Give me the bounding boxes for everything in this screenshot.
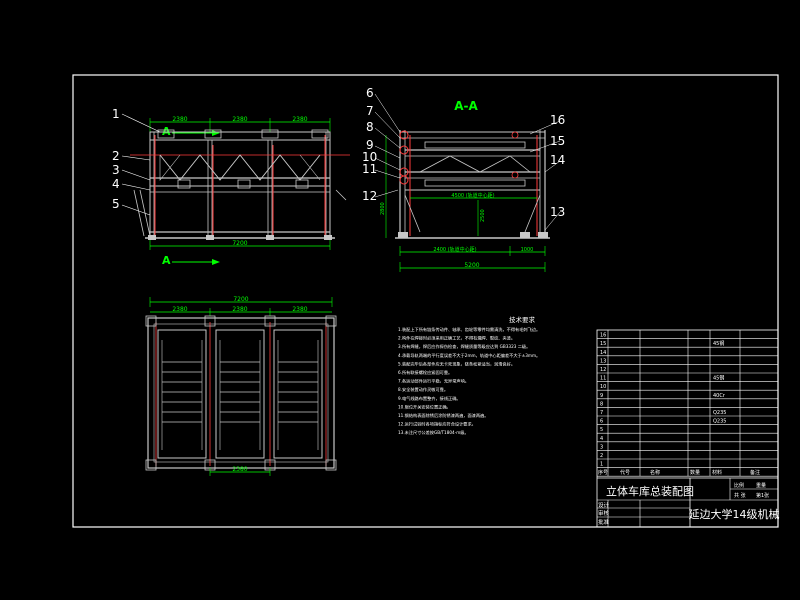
tech-note-line: 1.装配上下所有链条传动件、轴承、齿轮等零件均需清洗，不得有毛刺飞边。 [398,326,540,333]
parts-row-note: 45钢 [713,375,724,382]
parts-header-material: 材料 [712,469,722,476]
section-dim-b: 2400 (轨道中心距) [433,246,476,253]
callout-1: 1 [112,107,120,121]
tech-note-line: 8.安全装置动作灵敏可靠。 [398,386,448,393]
tech-note-line: 2.构件在焊接时必须采用正确工艺，不得有漏焊、裂纹、夹渣。 [398,335,515,342]
callout-12: 12 [362,189,377,203]
drawing-border [72,74,779,528]
callout-13: 13 [550,205,565,219]
parts-row-no: 8 [600,401,603,407]
parts-header-note: 备注 [750,469,760,476]
parts-row-no: 4 [600,436,603,442]
parts-row-no: 3 [600,444,603,450]
label-weight: 重量 [756,482,766,489]
parts-row-no: 6 [600,419,603,425]
tech-note-line: 4.承载导轨两端的平行度误差不大于2mm，轨道中心距偏差不大于±3mm。 [398,352,540,359]
callout-5: 5 [112,197,120,211]
tech-note-line: 3.所有焊缝，焊后应作探伤检查，焊缝质量等级应达到 GB3323 二级。 [398,343,530,350]
plan-dim-sub-2: 2380 [232,306,247,313]
parts-row-no: 10 [600,384,606,390]
tech-note-line: 9.电气线路布置整齐，接线正确。 [398,395,461,402]
callout-16: 16 [550,113,565,127]
parts-header-code: 代号 [620,469,630,476]
parts-row-no: 14 [600,350,606,356]
label-sheet-no: 第1张 [756,492,769,499]
callout-3: 3 [112,163,120,177]
parts-row-note: Q235 [713,410,726,416]
callout-15: 15 [550,134,565,148]
parts-row-note: 45钢 [713,340,724,347]
tech-notes: 技术要求 1.装配上下所有链条传动件、轴承、齿轮等零件均需清洗，不得有毛刺飞边。… [398,315,540,436]
tech-note-line: 7.各运动部件运行平稳，无异常声响。 [398,378,469,385]
section-dim-h2: 2500 [480,209,486,222]
section-title: A-A [454,99,478,113]
parts-header-qty: 数量 [690,469,700,476]
parts-row-note: 40Cr [713,393,726,399]
section-dim-c: 1000 [521,247,534,253]
parts-row-no: 15 [600,341,606,347]
parts-row-no: 1 [600,462,603,468]
parts-row-note: Q235 [713,419,726,425]
section-dim-h1: 2800 [380,202,386,215]
plan-dim-sub-1: 2380 [172,306,187,313]
drawing-title: 立体车库总装配图 [606,484,694,498]
tech-note-line: 13.未注尺寸公差按GB/T1804-m级。 [398,429,469,436]
front-dim-bottom: 7200 [232,240,247,247]
callout-8: 8 [366,120,374,134]
tech-notes-title: 技术要求 [509,315,536,324]
front-dim-top-2: 2380 [232,116,247,123]
callout-4: 4 [112,177,120,191]
callout-7: 7 [366,104,374,118]
section-dim-a: 4500 (轨道中心距) [451,192,494,199]
parts-row-no: 7 [600,410,603,416]
label-designer: 设计 [598,501,610,509]
parts-row-no: 9 [600,393,603,399]
parts-row-no: 13 [600,358,606,364]
label-scale: 比例 [734,482,744,489]
parts-header-name: 名称 [650,469,660,476]
callout-10: 10 [362,150,377,164]
plan-dim-bottom: 2380 [232,466,247,473]
callout-9: 9 [366,138,374,152]
label-approve: 批准 [598,518,610,526]
tech-note-line: 10.限位开关安装位置正确。 [398,403,451,410]
parts-row-no: 16 [600,333,606,339]
section-view: A-A [374,93,561,272]
callout-2: 2 [112,149,120,163]
tech-note-line: 11.钢结构表面除锈后涂防锈漆两遍，面漆两遍。 [398,412,488,419]
parts-header-no: 序号 [598,469,608,476]
section-dim-total: 5200 [464,262,479,269]
tech-note-line: 12.运行试验时各项指标应符合设计要求。 [398,421,476,428]
plan-view: 7200 2380 2380 2380 [145,296,337,476]
front-dim-top-1: 2380 [172,116,187,123]
school-name: 延边大学14级机械 [689,507,780,521]
callout-11: 11 [362,162,377,176]
callout-6: 6 [366,86,374,100]
parts-row-no: 2 [600,453,603,459]
parts-row-no: 12 [600,367,606,373]
title-block: 立体车库总装配图 比例 重量 共 张 第1张 设计 审核 批准 延边大学14级机… [597,477,780,527]
parts-row-no: 5 [600,427,603,433]
front-view: 2380 2380 2380 A [121,113,350,267]
callout-14: 14 [550,153,565,167]
label-check: 审核 [598,509,610,517]
tech-note-line: 6.所有联接螺栓应紧固可靠。 [398,369,452,376]
parts-row-no: 11 [600,376,606,382]
plan-dim-top: 7200 [233,296,248,303]
front-dim-top-3: 2380 [292,116,307,123]
plan-dim-sub-3: 2380 [292,306,307,313]
section-marker-bottom: A [162,254,171,267]
tech-note-line: 5.装配完毕后各部件应无卡死现象，链条松紧适当，润滑良好。 [398,360,515,367]
label-sheet: 共 张 [734,492,746,499]
